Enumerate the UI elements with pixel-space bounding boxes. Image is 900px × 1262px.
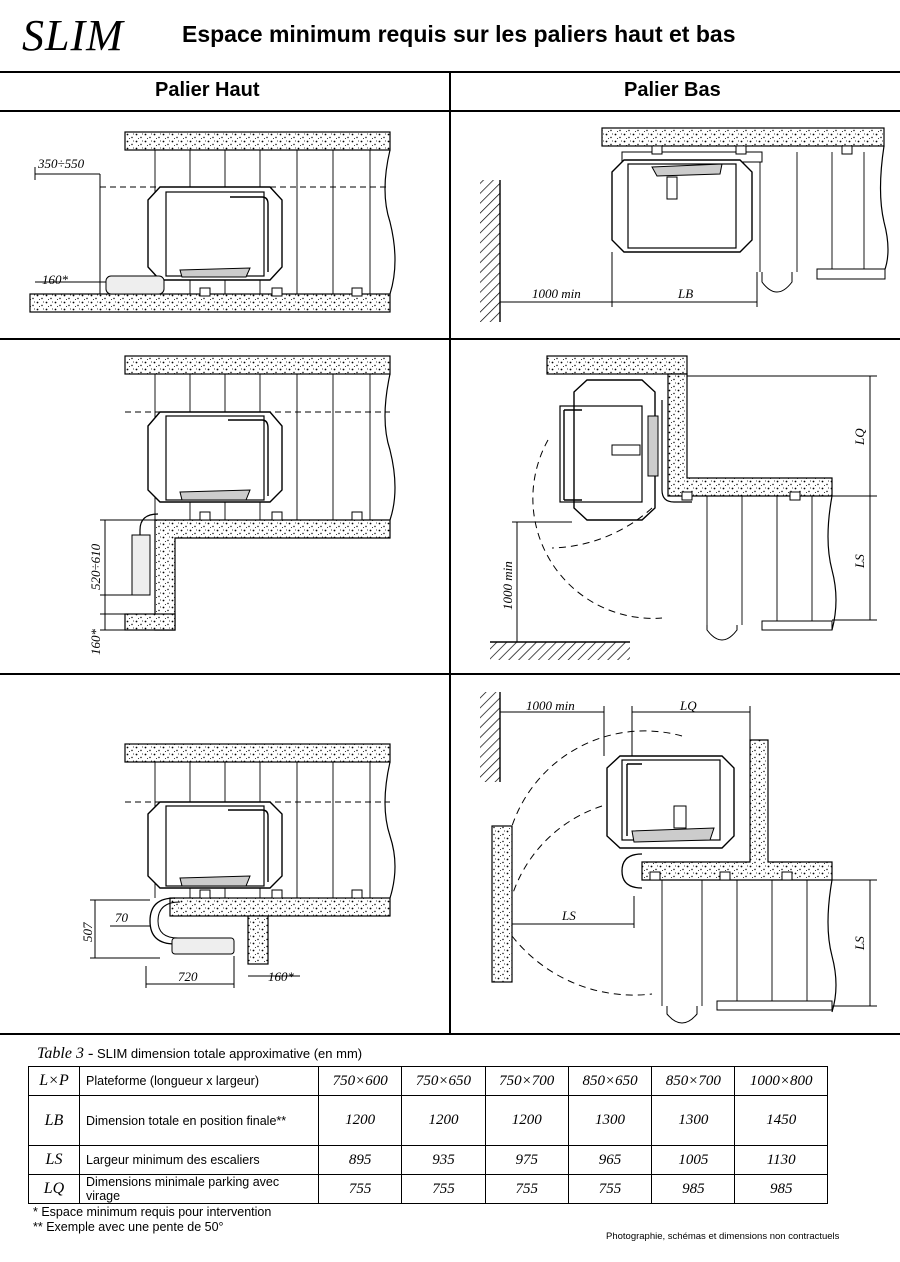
table-cell: 850×650 bbox=[567, 1066, 653, 1096]
table-cell: 750×700 bbox=[484, 1066, 569, 1096]
row-label: Plateforme (longueur x largeur) bbox=[79, 1066, 319, 1096]
diagram-palier-bas-90: LQ LS 1000 min bbox=[490, 355, 877, 660]
diagram-palier-haut-90: 520÷610 160* bbox=[88, 355, 396, 656]
table-cell: 1300 bbox=[651, 1095, 736, 1146]
column-header-palier-haut: Palier Haut bbox=[155, 79, 260, 101]
table-cell: 1200 bbox=[401, 1095, 486, 1146]
table-cell: 755 bbox=[567, 1174, 653, 1204]
page-title: Espace minimum requis sur les paliers ha… bbox=[182, 21, 736, 47]
table-cell: 755 bbox=[317, 1174, 403, 1204]
diagram-palier-bas-180: 1000 min LQ LS LS bbox=[480, 692, 877, 1024]
table-cell: 985 bbox=[651, 1174, 736, 1204]
dim-ls-180-vertical: LS bbox=[852, 936, 867, 951]
table-cell: 1450 bbox=[734, 1095, 828, 1146]
diagram-palier-haut-straight: 350÷550 160* bbox=[29, 131, 396, 313]
diagram-palier-haut-180: 70 507 720 160* bbox=[80, 743, 396, 988]
table-cell: 1200 bbox=[484, 1095, 569, 1146]
dimension-table: L×P Plateforme (longueur x largeur) 750×… bbox=[28, 1066, 828, 1204]
table-cell: 1000×800 bbox=[734, 1066, 828, 1096]
dim-lb: LB bbox=[677, 286, 693, 301]
dim-507: 507 bbox=[80, 922, 95, 942]
dim-lq-180: LQ bbox=[679, 698, 697, 713]
table-row: L×P Plateforme (longueur x largeur) 750×… bbox=[28, 1066, 828, 1096]
dim-350-550: 350÷550 bbox=[37, 156, 85, 171]
dim-1000-min-90: 1000 min bbox=[500, 561, 515, 610]
row-label: Dimension totale en position finale** bbox=[79, 1095, 319, 1146]
table-cell: 750×600 bbox=[317, 1066, 403, 1096]
dim-520-610: 520÷610 bbox=[88, 543, 103, 590]
row-label: Dimensions minimale parking avec virage bbox=[79, 1174, 319, 1204]
table-cell: 965 bbox=[567, 1145, 653, 1175]
table-cell: 1005 bbox=[651, 1145, 736, 1175]
dim-720: 720 bbox=[178, 969, 198, 984]
table-cell: 850×700 bbox=[651, 1066, 736, 1096]
table-cell: 985 bbox=[734, 1174, 828, 1204]
row-label: Largeur minimum des escaliers bbox=[79, 1145, 319, 1175]
footnote-slope: ** Exemple avec une pente de 50° bbox=[33, 1220, 224, 1234]
table-caption-text: SLIM dimension totale approximative (en … bbox=[96, 1046, 363, 1061]
table-cell: 1200 bbox=[317, 1095, 403, 1146]
disclaimer: Photographie, schémas et dimensions non … bbox=[606, 1231, 840, 1242]
brand-logo: SLIM bbox=[22, 11, 124, 60]
table-row: LQ Dimensions minimale parking avec vira… bbox=[28, 1174, 828, 1204]
column-header-palier-bas: Palier Bas bbox=[624, 79, 721, 101]
table-caption: Table 3 - SLIM dimension totale approxim… bbox=[37, 1045, 362, 1063]
table-caption-prefix: Table 3 - bbox=[37, 1045, 94, 1062]
table-row: LB Dimension totale en position finale**… bbox=[28, 1095, 828, 1146]
row-divider-3 bbox=[0, 1033, 900, 1035]
row-symbol: LQ bbox=[28, 1174, 80, 1204]
table-cell: 975 bbox=[484, 1145, 569, 1175]
footnote-intervention: * Espace minimum requis pour interventio… bbox=[33, 1205, 272, 1219]
row-symbol: L×P bbox=[28, 1066, 80, 1096]
diagram-palier-bas-straight: 1000 min LB bbox=[480, 127, 889, 322]
dim-ls-90: LS bbox=[852, 554, 867, 569]
table-cell: 895 bbox=[317, 1145, 403, 1175]
dim-160-top-straight: 160* bbox=[42, 272, 69, 287]
dim-160-top-180: 160* bbox=[268, 969, 295, 984]
row-symbol: LS bbox=[28, 1145, 80, 1175]
dim-ls-180-horizontal: LS bbox=[561, 908, 576, 923]
table-cell: 1300 bbox=[567, 1095, 653, 1146]
dim-70: 70 bbox=[115, 910, 129, 925]
row-symbol: LB bbox=[28, 1095, 80, 1146]
dim-lq-90: LQ bbox=[852, 428, 867, 446]
dim-1000-min-straight: 1000 min bbox=[532, 286, 581, 301]
table-cell: 935 bbox=[401, 1145, 486, 1175]
table-cell: 755 bbox=[401, 1174, 486, 1204]
table-row: LS Largeur minimum des escaliers 895 935… bbox=[28, 1145, 828, 1175]
table-cell: 755 bbox=[484, 1174, 569, 1204]
dim-1000-min-180: 1000 min bbox=[526, 698, 575, 713]
dim-160-top-90: 160* bbox=[88, 629, 103, 656]
table-cell: 1130 bbox=[734, 1145, 828, 1175]
table-cell: 750×650 bbox=[401, 1066, 486, 1096]
column-divider bbox=[449, 72, 451, 1034]
